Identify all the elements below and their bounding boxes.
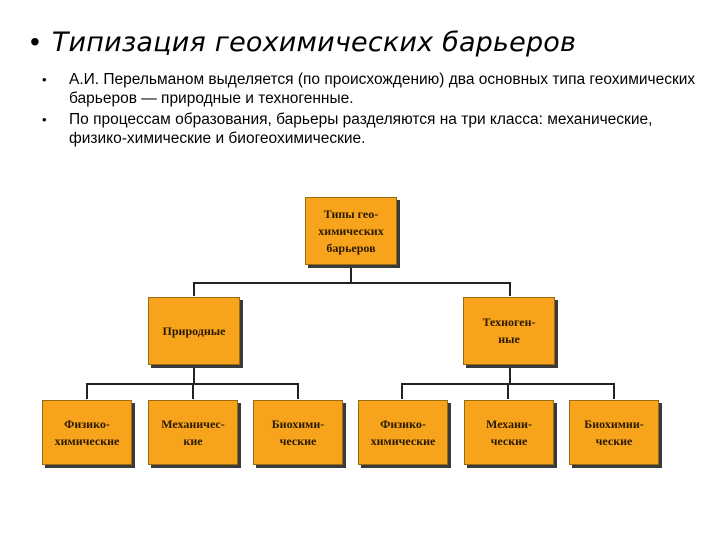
connector-technogenic-child-2 [507, 383, 509, 399]
slide-title: Типизация геохимических барьеров [51, 27, 577, 58]
bullet-text: А.И. Перельманом выделяется (по происхож… [69, 71, 696, 107]
bullet-item: • По процессам образования, барьеры разд… [42, 110, 702, 148]
node-natural: Природные [148, 297, 240, 365]
connector-natural-child-3 [297, 383, 299, 399]
bullet-marker: • [42, 72, 47, 87]
connector-technogenic-child-3 [613, 383, 615, 399]
node-natural-biogeochemical: Биохими- ческие [253, 400, 343, 465]
connector-technogenic-down [509, 364, 511, 384]
node-technogenic-physicochemical: Физико- химические [358, 400, 448, 465]
connector-natural-child-1 [86, 383, 88, 399]
connector-technogenic-child-1 [401, 383, 403, 399]
node-technogenic-mechanical: Механи- ческие [464, 400, 554, 465]
node-natural-physicochemical: Физико- химические [42, 400, 132, 465]
connector-natural-child-2 [192, 383, 194, 399]
connector-root-down [350, 265, 352, 283]
node-technogenic-biogeochemical: Биохимии- ческие [569, 400, 659, 465]
connector-level2-bar [193, 282, 511, 284]
connector-natural-down [193, 364, 195, 384]
bullet-text: По процессам образования, барьеры раздел… [69, 111, 653, 147]
connector-natural-up [193, 282, 195, 296]
slide-title-row: • Типизация геохимических барьеров [30, 26, 576, 58]
bullet-marker: • [42, 112, 47, 127]
title-bullet: • [30, 26, 40, 57]
bullet-item: • А.И. Перельманом выделяется (по происх… [42, 70, 702, 108]
bullet-list: • А.И. Перельманом выделяется (по происх… [42, 70, 702, 150]
node-technogenic: Техноген- ные [463, 297, 555, 365]
connector-technogenic-up [509, 282, 511, 296]
node-natural-mechanical: Механичес- кие [148, 400, 238, 465]
node-root: Типы гео- химических барьеров [305, 197, 397, 265]
